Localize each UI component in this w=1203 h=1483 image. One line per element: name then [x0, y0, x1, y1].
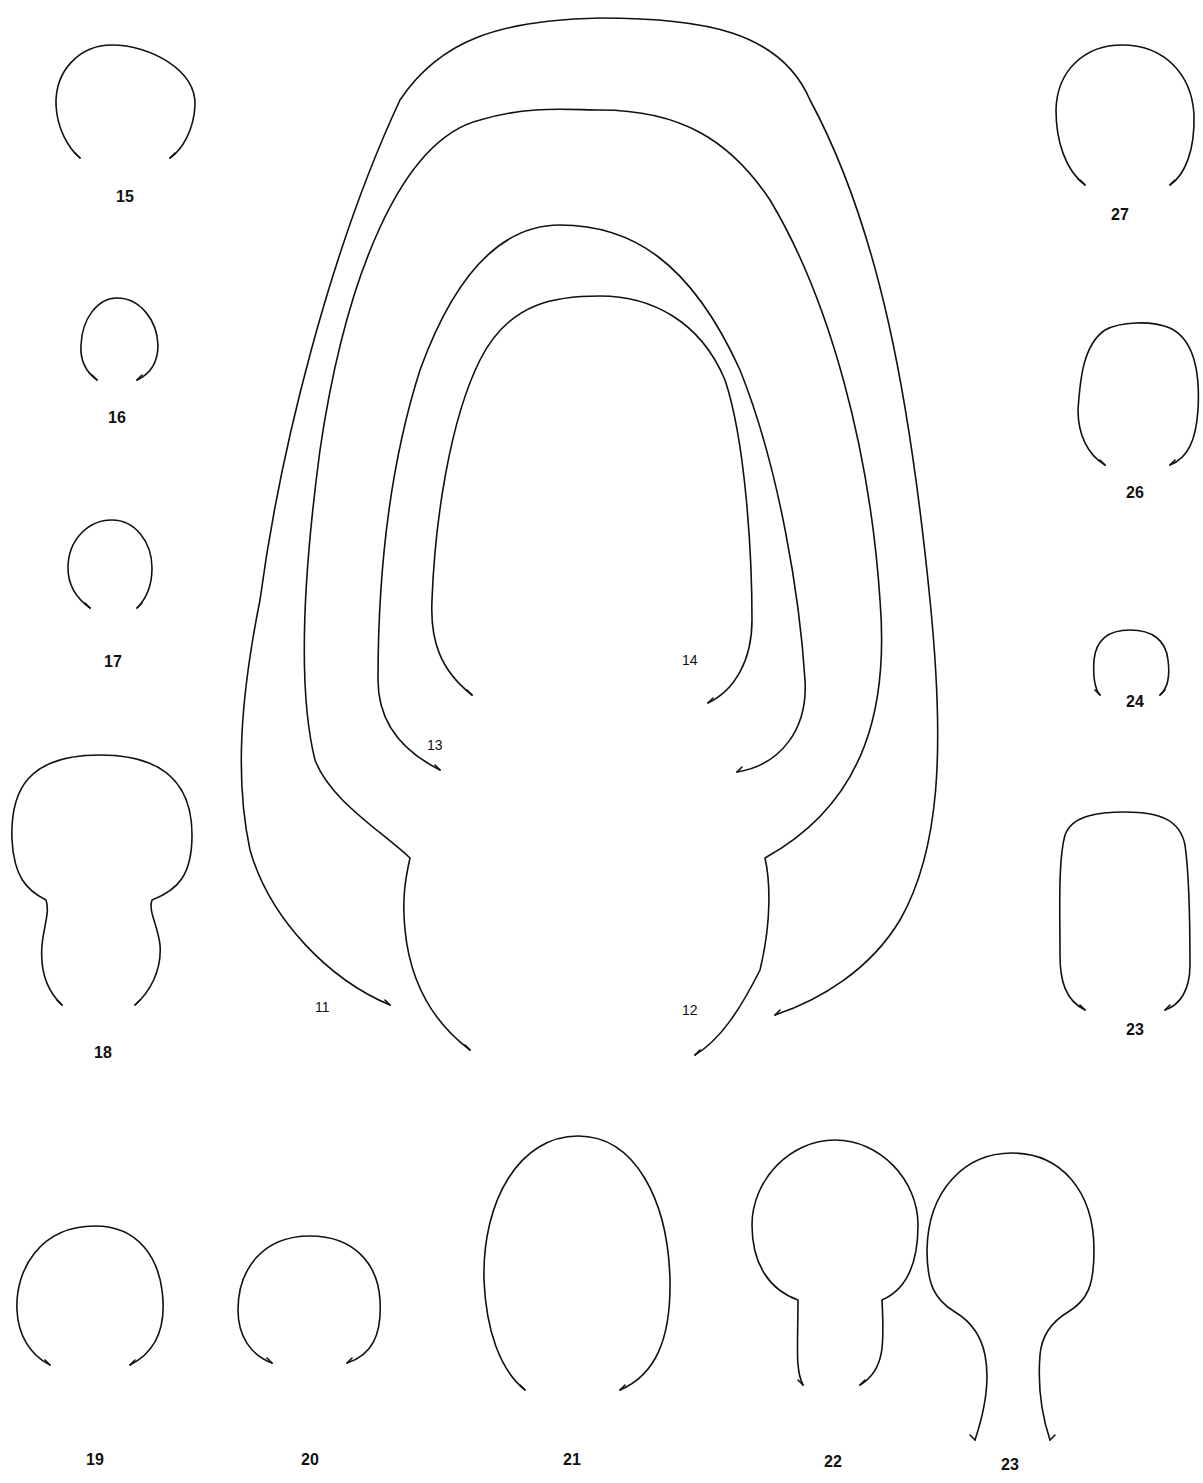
callout-number: 26 [1126, 485, 1144, 501]
end-tick [1160, 690, 1165, 695]
outline-19 [17, 1226, 163, 1365]
end-tick [467, 690, 472, 695]
end-tick [1100, 460, 1105, 465]
end-tick [775, 1010, 780, 1015]
end-tick [695, 1050, 700, 1055]
callout-number: 15 [116, 189, 134, 205]
callout-number: 23 [1126, 1022, 1144, 1038]
callout-number: 21 [563, 1452, 581, 1468]
callout-number: 18 [94, 1045, 112, 1061]
end-tick [1170, 460, 1175, 465]
end-tick [85, 603, 90, 608]
callout-number: 27 [1111, 207, 1129, 223]
end-tick [75, 153, 80, 158]
end-tick [1170, 180, 1175, 185]
end-tick [130, 1360, 135, 1365]
outline-18 [12, 755, 192, 1005]
end-tick [708, 698, 713, 703]
outline-23b [927, 1153, 1094, 1440]
end-tick [465, 1045, 470, 1050]
outline-11 [241, 18, 937, 1015]
outline-22 [752, 1140, 918, 1385]
end-tick [57, 1000, 62, 1005]
callout-number: 11 [315, 1000, 330, 1014]
outline-20 [238, 1236, 380, 1363]
outline-14 [432, 296, 752, 703]
end-tick [435, 765, 440, 770]
callout-number: 20 [301, 1452, 319, 1468]
end-tick [1095, 690, 1100, 695]
end-tick [520, 1385, 525, 1390]
outline-24 [1094, 630, 1169, 695]
callout-number: 16 [108, 410, 126, 426]
callout-number: 19 [86, 1452, 104, 1468]
end-tick [970, 1435, 975, 1440]
outline-13 [378, 225, 805, 772]
end-tick [860, 1380, 865, 1385]
outline-27 [1056, 45, 1194, 185]
end-tick [385, 1000, 390, 1005]
outline-26 [1078, 323, 1198, 465]
end-tick [798, 1380, 803, 1385]
end-tick [135, 1000, 140, 1005]
end-tick [92, 375, 97, 380]
end-tick [170, 153, 175, 158]
end-tick [1080, 180, 1085, 185]
callout-number: 13 [427, 738, 443, 752]
end-tick [137, 603, 142, 608]
end-tick [347, 1358, 352, 1363]
outline-21 [484, 1136, 670, 1390]
outline-15 [56, 45, 195, 158]
end-tick [1080, 1005, 1085, 1010]
end-tick [45, 1360, 50, 1365]
callout-number: 24 [1126, 694, 1144, 710]
outline-12 [304, 109, 881, 1055]
callout-number: 12 [682, 1003, 698, 1017]
end-tick [267, 1358, 272, 1363]
end-tick [1165, 1005, 1170, 1010]
callout-number: 17 [104, 654, 122, 670]
callout-number: 22 [824, 1454, 842, 1470]
callout-number: 14 [682, 653, 698, 667]
end-tick [1050, 1435, 1055, 1440]
callout-number: 23 [1001, 1457, 1019, 1473]
outline-23r [1060, 812, 1190, 1010]
outline-17 [68, 520, 152, 608]
end-tick [737, 767, 742, 772]
outline-16 [81, 298, 158, 380]
end-tick [137, 375, 142, 380]
end-tick [620, 1385, 625, 1390]
